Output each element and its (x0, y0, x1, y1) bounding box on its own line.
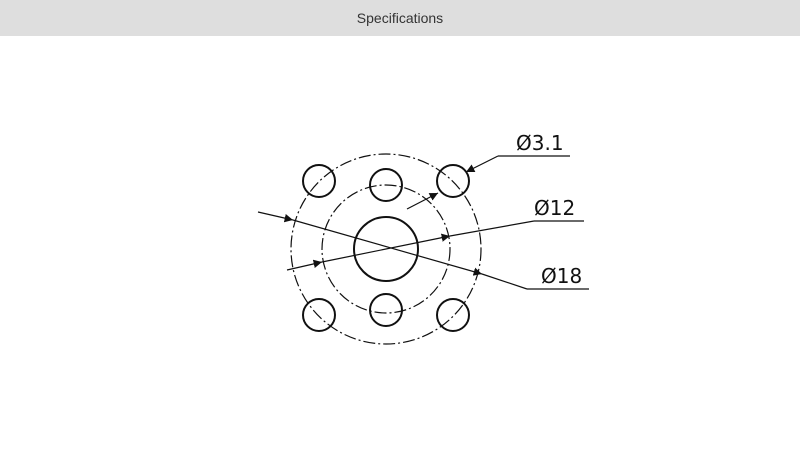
outer-dashdot-circle (290, 153, 482, 345)
center-bore (353, 216, 419, 282)
dim-label-outer-circle: Ø18 (541, 264, 582, 288)
hole-top-right (436, 164, 470, 198)
header-bar: Specifications (0, 0, 800, 36)
dimension-outer-circle: Ø18 (257, 211, 589, 290)
page-title: Specifications (356, 10, 444, 26)
dim-label-small-hole: Ø3.1 (516, 131, 564, 155)
dimension-small-hole: Ø3.1 (406, 131, 570, 210)
dim-label-inner-circle: Ø12 (534, 196, 575, 220)
inner-dashdot-circle (321, 184, 451, 314)
hole-bottom-right (436, 298, 470, 332)
hole-bottom-left (302, 298, 336, 332)
hole-top-left (302, 164, 336, 198)
hole-bottom-center (369, 293, 403, 327)
dimension-inner-circle: Ø12 (286, 196, 584, 271)
hole-top-center (369, 168, 403, 202)
